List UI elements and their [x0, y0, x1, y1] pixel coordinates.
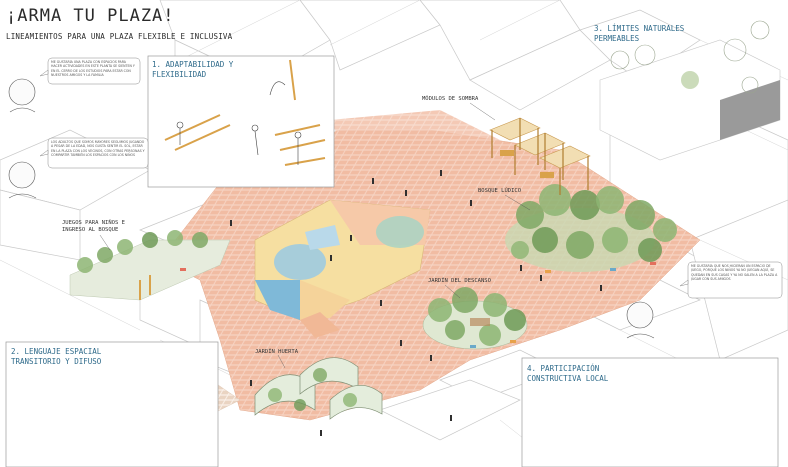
section-1-number: 1. [152, 60, 162, 69]
section-2-number: 2. [11, 347, 21, 356]
juegos-tree-row [69, 230, 231, 301]
natural-limits-block [599, 20, 781, 161]
quote-1-text: ME GUSTARÍA UNA PLAZA CON ESPACIOS PARA … [51, 60, 135, 77]
section-3-number: 3. [594, 24, 604, 33]
label-juegos: JUEGOS PARA NIÑOS E INGRESO AL BOSQUE [62, 220, 125, 234]
section-4-number: 4. [527, 364, 537, 373]
leader-lines [99, 102, 531, 369]
section-2-title-line2: TRANSITORIO Y DIFUSO [11, 357, 102, 366]
jardin-huerta-greenhouses [254, 357, 383, 420]
portraits [8, 78, 655, 339]
quote-3-text: ME GUSTARÍA QUE NOS HICIERAN UN ESPACIO … [691, 264, 778, 281]
sports-court [254, 199, 431, 338]
label-juegos-line1: JUEGOS PARA NIÑOS E [62, 220, 125, 226]
section-4-title-line1: PARTICIPACIÓN [540, 364, 600, 373]
info-panels [5, 55, 779, 467]
speech-bubbles [39, 57, 783, 299]
section-1-heading: 1. ADAPTABILIDAD Y FLEXIBILIDAD [152, 60, 233, 80]
benches [180, 262, 656, 348]
section-1-title-line2: FLEXIBILIDAD [152, 70, 207, 79]
section-3-title-line1: LÍMITES NATURALES [607, 24, 685, 33]
section-2-heading: 2. LENGUAJE ESPACIAL TRANSITORIO Y DIFUS… [11, 347, 101, 367]
panel-1-figures [164, 59, 326, 166]
bosque-ludico-trees [505, 184, 677, 272]
page-subtitle: LINEAMIENTOS PARA UNA PLAZA FLEXIBLE E I… [6, 32, 233, 41]
people [230, 170, 602, 436]
section-1-title-line1: ADAPTABILIDAD Y [165, 60, 234, 69]
quote-2-text: LOS ADULTOS QUE SOMOS MAYORES SEGUIMOS J… [51, 140, 145, 157]
label-jardin-descanso: JARDÍN DEL DESCANSO [428, 278, 491, 284]
section-3-title-line2: PERMEABLES [594, 34, 640, 43]
label-bosque-ludico: BOSQUE LÚDICO [478, 188, 522, 194]
page-title: ¡ARMA TU PLAZA! [6, 6, 175, 26]
section-4-heading: 4. PARTICIPACIÓN CONSTRUCTIVA LOCAL [527, 364, 608, 384]
label-jardin-huerta: JARDÍN HUERTA [255, 349, 299, 355]
jardin-descanso-garden [422, 287, 528, 350]
section-4-title-line2: CONSTRUCTIVA LOCAL [527, 374, 609, 383]
section-2-title-line1: LENGUAJE ESPACIAL [24, 347, 102, 356]
shade-modules [489, 117, 591, 195]
label-modulos-sombra: MÓDULOS DE SOMBRA [422, 96, 479, 102]
section-3-heading: 3. LÍMITES NATURALES PERMEABLES [594, 24, 684, 44]
label-juegos-line2: INGRESO AL BOSQUE [62, 227, 119, 233]
